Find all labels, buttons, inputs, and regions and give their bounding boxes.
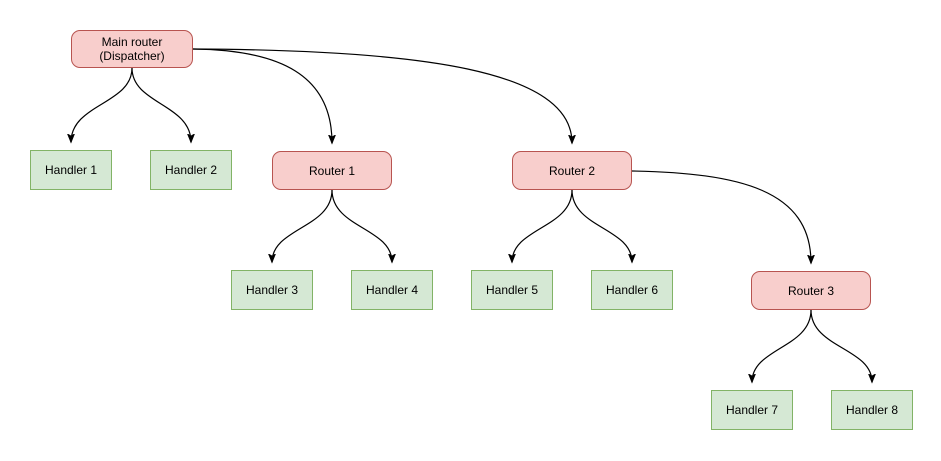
node-label: Handler 7 <box>725 403 779 417</box>
edge-main-to-router-1 <box>192 48 332 143</box>
edge-router-2-to-handler-5 <box>512 189 573 262</box>
node-handler-3[interactable]: Handler 3 <box>231 270 313 310</box>
edge-main-to-router-2 <box>192 48 572 143</box>
node-label: Handler 5 <box>485 283 539 297</box>
edge-main-to-handler-1 <box>71 67 133 142</box>
node-handler-6[interactable]: Handler 6 <box>591 270 673 310</box>
node-label: Router 2 <box>548 163 596 178</box>
edge-router-1-to-handler-3 <box>272 189 333 262</box>
node-label: Router 1 <box>308 163 356 178</box>
edge-main-to-handler-2 <box>131 67 191 142</box>
node-handler-2[interactable]: Handler 2 <box>150 150 232 190</box>
node-label: Handler 1 <box>44 163 98 177</box>
node-label: Main router (Dispatcher) <box>99 35 165 63</box>
node-label: Router 3 <box>787 283 835 298</box>
node-handler-5[interactable]: Handler 5 <box>471 270 553 310</box>
node-handler-8[interactable]: Handler 8 <box>831 390 913 430</box>
node-label: Handler 4 <box>365 283 419 297</box>
edge-router-3-to-handler-8 <box>810 309 872 382</box>
edge-router-3-to-handler-7 <box>752 309 812 382</box>
node-router-3[interactable]: Router 3 <box>751 271 871 310</box>
node-handler-7[interactable]: Handler 7 <box>711 390 793 430</box>
node-main-router[interactable]: Main router (Dispatcher) <box>71 30 193 68</box>
node-handler-1[interactable]: Handler 1 <box>30 150 112 190</box>
edge-router-2-to-router-3 <box>631 170 811 263</box>
node-label: Handler 3 <box>245 283 299 297</box>
node-label: Handler 6 <box>605 283 659 297</box>
edge-router-1-to-handler-4 <box>331 189 392 262</box>
node-label: Handler 8 <box>845 403 899 417</box>
node-handler-4[interactable]: Handler 4 <box>351 270 433 310</box>
edge-router-2-to-handler-6 <box>571 189 632 262</box>
node-router-1[interactable]: Router 1 <box>272 151 392 190</box>
node-router-2[interactable]: Router 2 <box>512 151 632 190</box>
node-label: Handler 2 <box>164 163 218 177</box>
